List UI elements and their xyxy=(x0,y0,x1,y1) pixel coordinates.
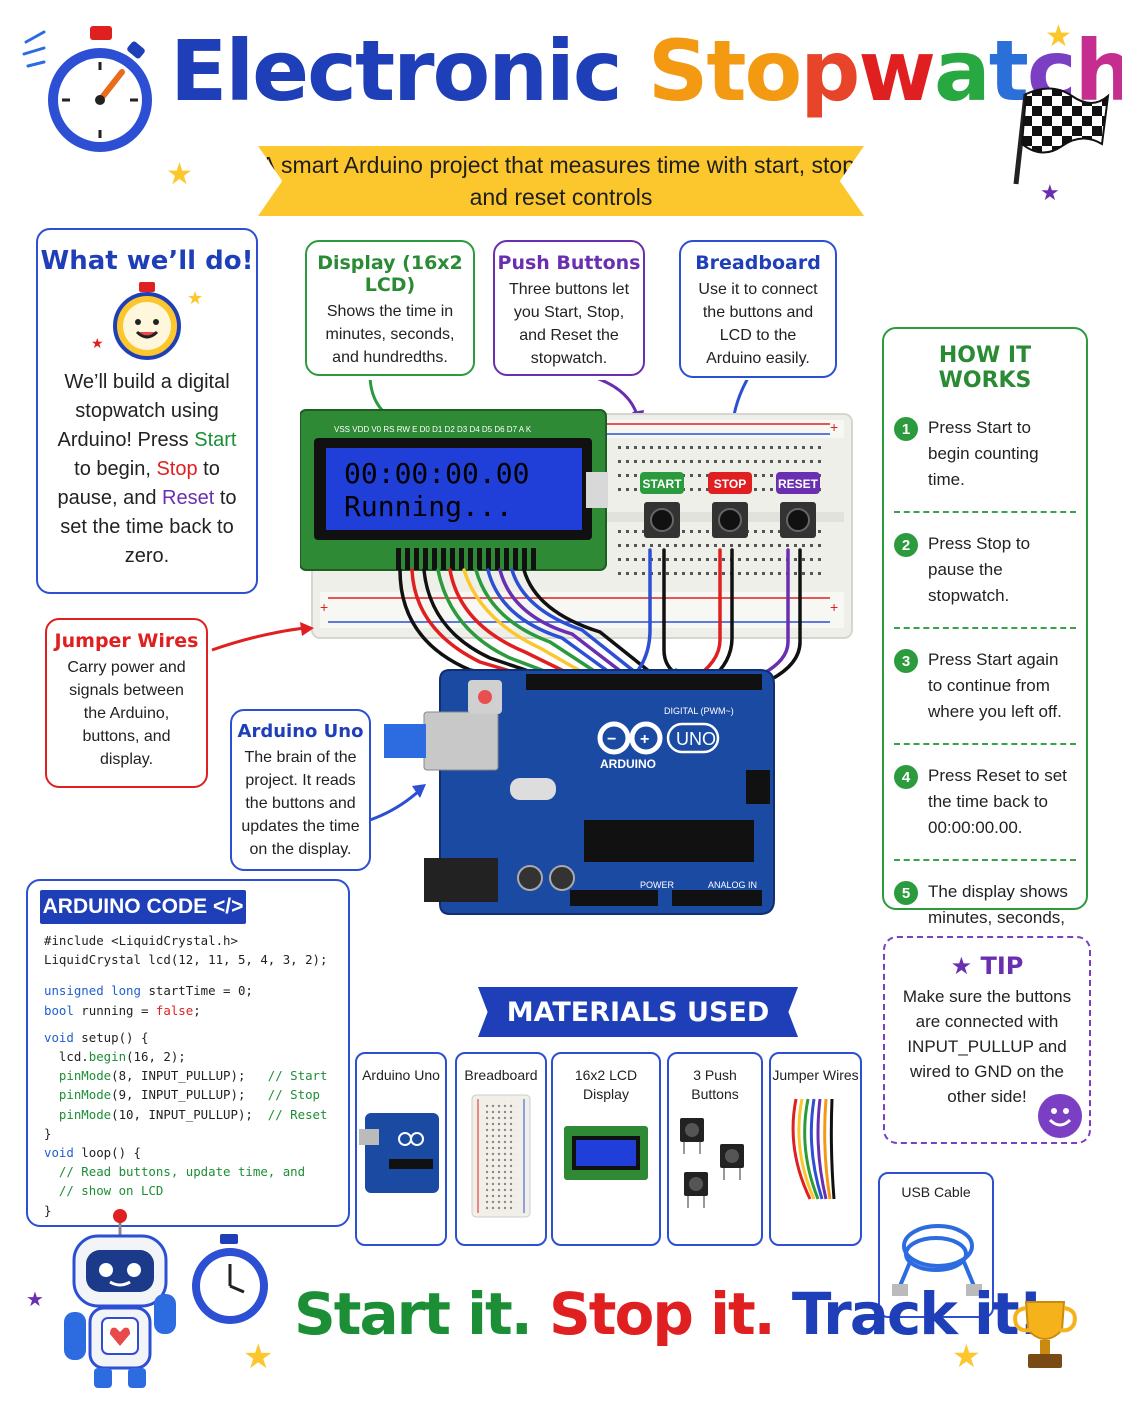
jumper-wires-callout-heading: Jumper Wires xyxy=(54,630,199,652)
star-icon: ★ xyxy=(166,158,193,191)
star-icon: ★ xyxy=(950,952,981,980)
star-icon: ★ xyxy=(26,1289,44,1311)
arduino-digital-label: DIGITAL (PWM~) xyxy=(664,706,734,716)
speed-lines-icon xyxy=(22,28,52,78)
display-callout: Display (16x2 LCD) Shows the time in min… xyxy=(305,240,475,376)
usb-cable-icon xyxy=(892,1224,982,1296)
svg-text:★: ★ xyxy=(187,288,203,308)
tip-text: Make sure the buttons are connected with… xyxy=(902,987,1072,1106)
display-callout-text: Shows the time in minutes, seconds, and … xyxy=(325,303,455,366)
title-letter: p xyxy=(800,22,860,120)
arduino-uno-callout-text: The brain of the project. It reads the b… xyxy=(241,749,360,858)
title-letter: w xyxy=(858,22,936,120)
display-callout-heading: Display (16x2 LCD) xyxy=(317,252,463,296)
board-button-label: START xyxy=(642,477,682,491)
arduino-brand-label: ARDUINO xyxy=(600,757,656,771)
title-word-electronic: Electronic xyxy=(170,22,623,120)
jumper-wires-icon xyxy=(791,1098,835,1200)
what-we-do-heading: What we’ll do! xyxy=(40,246,254,276)
board-button-start: START xyxy=(640,472,684,538)
svg-text:+: + xyxy=(640,731,649,748)
what-we-do-card: What we’ll do! ★ ★ We’ll build a digital… xyxy=(36,228,258,594)
robot-mascot xyxy=(50,1204,280,1390)
lcd-pin-labels: VSS VDD V0 RS RW E D0 D1 D2 D3 D4 D5 D6 … xyxy=(334,425,532,434)
circuit-illustration: + + + VSS VDD V0 RS RW E D0 D1 D2 D3 D4 … xyxy=(299,373,860,940)
arduino-power-label: POWER xyxy=(640,880,675,890)
title-letter: o xyxy=(744,22,803,120)
title-letter: S xyxy=(647,22,708,120)
title-letter: t xyxy=(706,22,746,120)
push-buttons-callout: Push Buttons Three buttons let you Start… xyxy=(493,240,645,376)
materials-heading: MATERIALS USED xyxy=(478,987,798,1037)
material-arduino-uno: Arduino Uno xyxy=(355,1052,447,1246)
jumper-wires-callout-text: Carry power and signals between the Ardu… xyxy=(67,659,186,768)
jumper-arrow xyxy=(208,620,318,660)
title-letter: t xyxy=(988,22,1029,120)
jumper-wires-callout: Jumper Wires Carry power and signals bet… xyxy=(45,618,208,788)
arduino-uno-callout: Arduino Uno The brain of the project. It… xyxy=(230,709,371,871)
code-heading: ARDUINO CODE </> xyxy=(40,890,246,924)
push-buttons-callout-text: Three buttons let you Start, Stop, and R… xyxy=(508,281,630,367)
breadboard-callout-text: Use it to connect the buttons and LCD to… xyxy=(698,281,818,367)
slogan-start: Start it. xyxy=(294,1280,533,1348)
material-push-buttons: 3 Push Buttons xyxy=(667,1052,763,1246)
title-word-stopwatch: Stopwatch xyxy=(648,22,1122,120)
trophy-icon xyxy=(1010,1296,1080,1376)
lcd-display-icon xyxy=(564,1126,648,1180)
breadboard-callout: Breadboard Use it to connect the buttons… xyxy=(679,240,837,378)
arduino-model-label: UNO xyxy=(676,729,716,749)
slogan: Start it. Stop it. Track it! xyxy=(294,1280,1044,1380)
svg-text:★: ★ xyxy=(91,335,104,351)
svg-text:+: + xyxy=(830,419,838,435)
code-card xyxy=(26,879,350,1227)
title-letter: a xyxy=(934,22,991,120)
material-jumper-wires: Jumper Wires xyxy=(769,1052,862,1246)
arduino-analog-label: ANALOG IN xyxy=(708,880,757,890)
star-icon: ★ xyxy=(243,1338,274,1376)
push-buttons-icon xyxy=(680,1118,744,1208)
material-usb-cable: USB Cable xyxy=(878,1172,994,1318)
subtitle-banner: A smart Arduino project that measures ti… xyxy=(258,146,864,216)
happy-stopwatch-icon: ★ ★ xyxy=(87,282,207,362)
how-it-works-heading: HOW IT WORKS xyxy=(938,343,1032,393)
lcd-line-2: Running... xyxy=(344,490,513,523)
material-breadboard: Breadboard xyxy=(455,1052,547,1246)
lcd-line-1: 00:00:00.00 xyxy=(344,457,529,490)
svg-text:+: + xyxy=(830,599,838,615)
slogan-track: Track it! xyxy=(791,1280,1044,1348)
smiley-icon xyxy=(1038,1094,1082,1138)
push-buttons-callout-heading: Push Buttons xyxy=(497,252,641,274)
breadboard-icon xyxy=(471,1094,531,1218)
tip-heading: ★ TIP xyxy=(950,952,1024,980)
svg-text:+: + xyxy=(320,599,328,615)
breadboard-callout-heading: Breadboard xyxy=(695,252,821,274)
uno-arrow xyxy=(368,780,428,830)
star-icon: ★ xyxy=(1045,20,1072,53)
page-title: Electronic Stopwatch xyxy=(170,22,1122,142)
svg-text:−: − xyxy=(607,731,616,748)
star-icon: ★ xyxy=(1040,180,1060,205)
material-lcd: 16x2 LCD Display xyxy=(551,1052,661,1246)
board-button-reset: RESET xyxy=(776,472,820,538)
stopwatch-icon xyxy=(40,20,160,160)
checkered-flag-icon xyxy=(1012,66,1112,186)
arduino-uno-callout-heading: Arduino Uno xyxy=(237,721,364,742)
slogan-stop: Stop it. xyxy=(549,1280,776,1348)
code-block: #include <LiquidCrystal.h>LiquidCrystal … xyxy=(44,933,328,1218)
star-icon: ★ xyxy=(952,1338,981,1374)
board-button-stop: STOP xyxy=(708,472,752,538)
board-button-label: STOP xyxy=(714,477,746,491)
board-button-label: RESET xyxy=(778,477,819,491)
what-we-do-text: We’ll build a digital stopwatch using Ar… xyxy=(57,371,237,567)
arduino-board-icon xyxy=(359,1113,439,1193)
